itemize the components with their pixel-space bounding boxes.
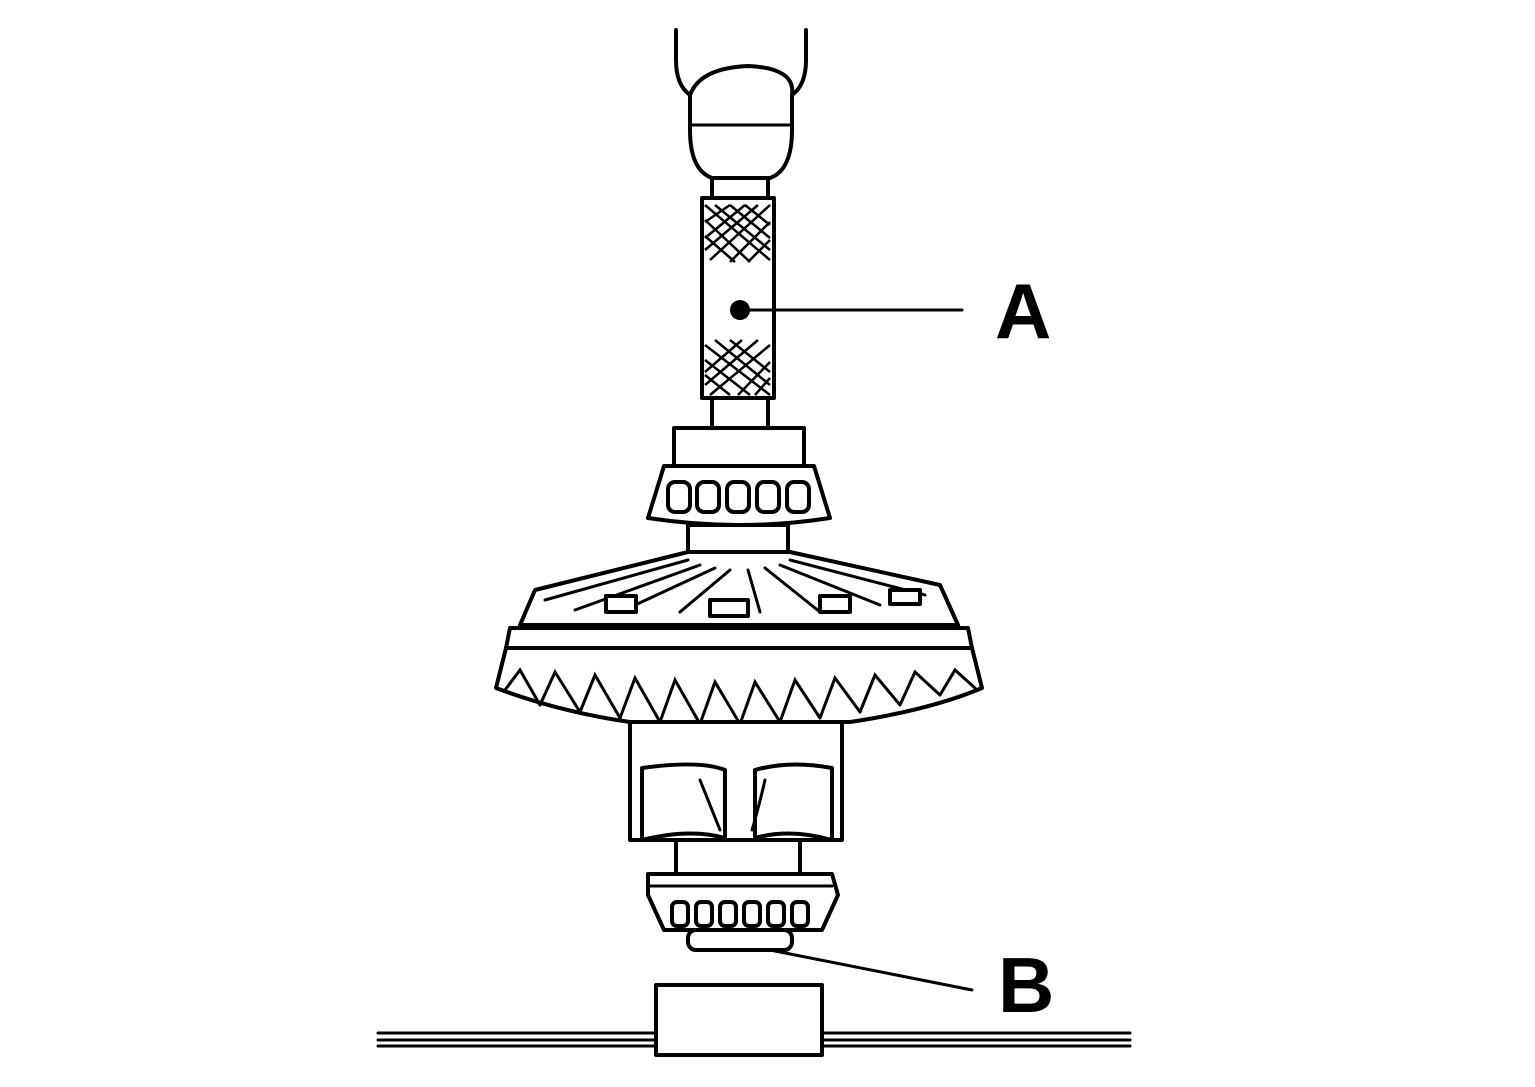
upper-bearing-rollers [666, 480, 811, 514]
ring-gear-teeth [503, 667, 977, 726]
knurl-lower [704, 339, 771, 396]
support-block [654, 983, 824, 1057]
lower-bearing-b [646, 872, 840, 952]
ring-gear [494, 550, 984, 743]
driver-handle [674, 28, 808, 202]
callout-b-leader [768, 948, 974, 992]
differential-case [628, 720, 844, 878]
callout-b-label: B [998, 941, 1054, 1029]
callout-a: A [730, 267, 1051, 355]
ring-gear-web-lines [543, 558, 927, 614]
knurl-upper [704, 203, 771, 263]
tool-shaft-a [700, 196, 776, 430]
callout-a-label: A [995, 267, 1051, 355]
upper-bearing [646, 426, 832, 555]
callout-b: B [768, 941, 1054, 1029]
lower-bearing-rollers [670, 900, 810, 928]
